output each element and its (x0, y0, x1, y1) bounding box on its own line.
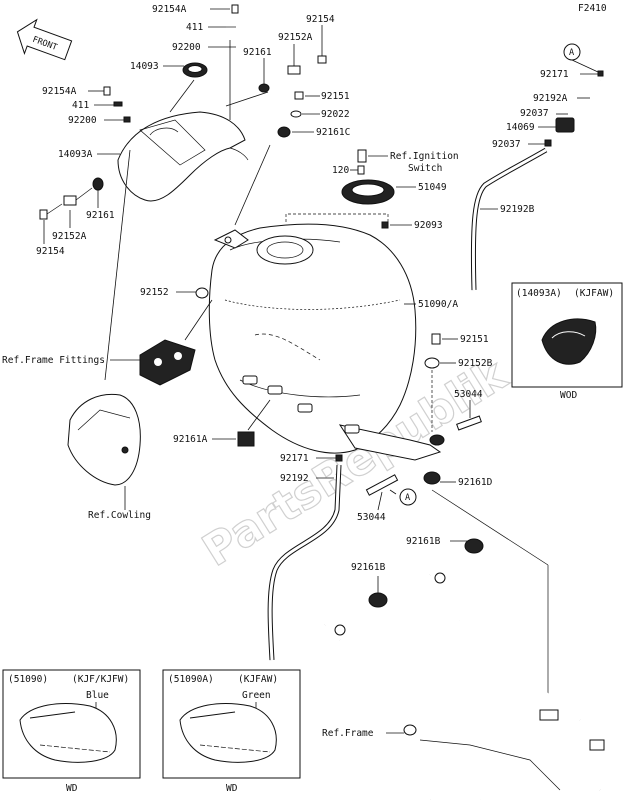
label-92152B: 92152B (458, 358, 493, 369)
inset-51090A-footer: WD (226, 783, 238, 794)
label-92022: 92022 (321, 109, 350, 120)
label-92151-mid: 92151 (460, 334, 489, 345)
label-92151-top: 92151 (321, 91, 350, 102)
label-92161-left: 92161 (86, 210, 115, 221)
upper-cover-parts: 92154A 411 92154 92200 92161 92152A 1409… (130, 4, 335, 93)
label-14093: 14093 (130, 61, 159, 72)
mid-parts: 92152 51090/A 92151 92152B (140, 287, 493, 432)
inset-14093A-variant: (KJFAW) (574, 288, 614, 299)
label-ref-frame-fittings: Ref.Frame Fittings (2, 355, 105, 366)
label-92093: 92093 (414, 220, 443, 231)
label-92037-a: 92037 (520, 108, 549, 119)
label-92161B-mid: 92161B (351, 562, 386, 573)
inset-51090: (51090) (KJF/KJFW) Blue WD (2, 669, 141, 794)
inset-14093A: (14093A) (KJFAW) WOD (511, 282, 623, 401)
inset-51090-footer: WD (66, 783, 78, 794)
label-92192A: 92192A (533, 93, 568, 104)
cowling: Ref.Cowling (67, 393, 151, 521)
label-53044-mid: 53044 (357, 512, 386, 523)
fuel-hose-assembly: A 92171 92192A 92037 14069 92037 92192B (470, 43, 604, 291)
label-92192B: 92192B (500, 204, 535, 215)
frame: 92161B 92161B Ref.Frame (322, 536, 605, 800)
label-92154-left: 92154 (36, 246, 65, 257)
ignition-parts: Ref.Ignition Switch 120 51049 92093 (285, 149, 459, 231)
label-92037-b: 92037 (492, 139, 521, 150)
label-92161C: 92161C (316, 127, 350, 138)
label-51049: 51049 (418, 182, 447, 193)
label-92200-left: 92200 (68, 115, 97, 126)
label-ref-ignition-switch: Switch (408, 163, 442, 174)
frame-fittings: Ref.Frame Fittings (2, 149, 213, 386)
inset-51090A-color: Green (242, 690, 271, 701)
label-14093A: 14093A (58, 149, 93, 160)
lower-tank-parts: 53044 92161A 92171 92192 53044 A 92161D (173, 389, 549, 700)
inset-14093A-footer: WOD (560, 390, 577, 401)
label-92154A-top: 92154A (152, 4, 187, 15)
label-92171-right: 92171 (540, 69, 569, 80)
inset-51090-color: Blue (86, 690, 109, 701)
inset-51090-code: (51090) (8, 674, 48, 685)
fuel-tank-51090 (208, 144, 445, 461)
tank-cover-14093A (117, 40, 269, 202)
label-92192: 92192 (280, 473, 309, 484)
label-92161-top: 92161 (243, 47, 272, 58)
label-92154A-left: 92154A (42, 86, 77, 97)
inset-51090-variant: (KJF/KJFW) (72, 674, 129, 685)
label-92161A: 92161A (173, 434, 208, 445)
label-411-left: 411 (72, 100, 89, 111)
label-411-top: 411 (186, 22, 203, 33)
label-ref-frame: Ref.Frame (322, 728, 374, 739)
diagram-code: F2410 (578, 3, 607, 14)
label-92152A-left: 92152A (52, 231, 87, 242)
cover-mount-parts: 92151 92022 92161C (277, 91, 350, 138)
callout-a-top-label: A (569, 48, 574, 58)
label-92171-mid: 92171 (280, 453, 309, 464)
label-92161B-right: 92161B (406, 536, 441, 547)
label-92154-top: 92154 (306, 14, 335, 25)
inset-51090A-code: (51090A) (168, 674, 214, 685)
label-53044-right: 53044 (454, 389, 483, 400)
left-cover-parts: 92154A 411 92200 14093A 92161 92152A 921… (36, 86, 131, 257)
label-ref-ignition: Ref.Ignition (390, 151, 459, 162)
inset-51090A: (51090A) (KJFAW) Green WD (162, 669, 301, 794)
label-92152-mid: 92152 (140, 287, 169, 298)
inset-14093A-code: (14093A) (516, 288, 562, 299)
label-92200-top: 92200 (172, 42, 201, 53)
label-92161D: 92161D (458, 477, 493, 488)
callout-a-mid (399, 488, 417, 506)
label-51090A: 51090/A (418, 299, 458, 310)
front-arrow-icon: FRONT (16, 18, 73, 61)
callout-a-mid-label: A (405, 493, 410, 503)
label-92152A-top: 92152A (278, 32, 313, 43)
inset-51090A-variant: (KJFAW) (238, 674, 278, 685)
label-14069: 14069 (506, 122, 535, 133)
label-120: 120 (332, 165, 349, 176)
label-ref-cowling: Ref.Cowling (88, 510, 151, 521)
